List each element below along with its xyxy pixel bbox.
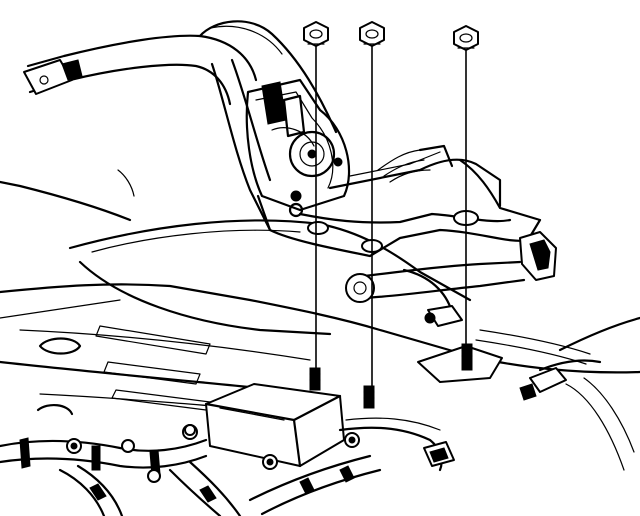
mounting-stud [309, 367, 321, 391]
floor-pan [0, 169, 640, 471]
brake-cable [345, 260, 602, 401]
wiring-harness [0, 417, 455, 516]
release-handle-knob [23, 59, 83, 95]
mounting-stud [461, 343, 473, 371]
parking-brake-pedal-assembly [23, 20, 557, 281]
cable-clip [519, 231, 557, 281]
electrical-connector [424, 305, 463, 327]
alignment-lines [315, 44, 467, 386]
mounting-nut [453, 25, 479, 51]
mounting-stud-plate [309, 343, 503, 409]
mounting-stud [363, 385, 375, 409]
mounting-nut [303, 21, 329, 47]
mounting-nut [359, 21, 385, 47]
electronic-control-module [182, 383, 360, 470]
